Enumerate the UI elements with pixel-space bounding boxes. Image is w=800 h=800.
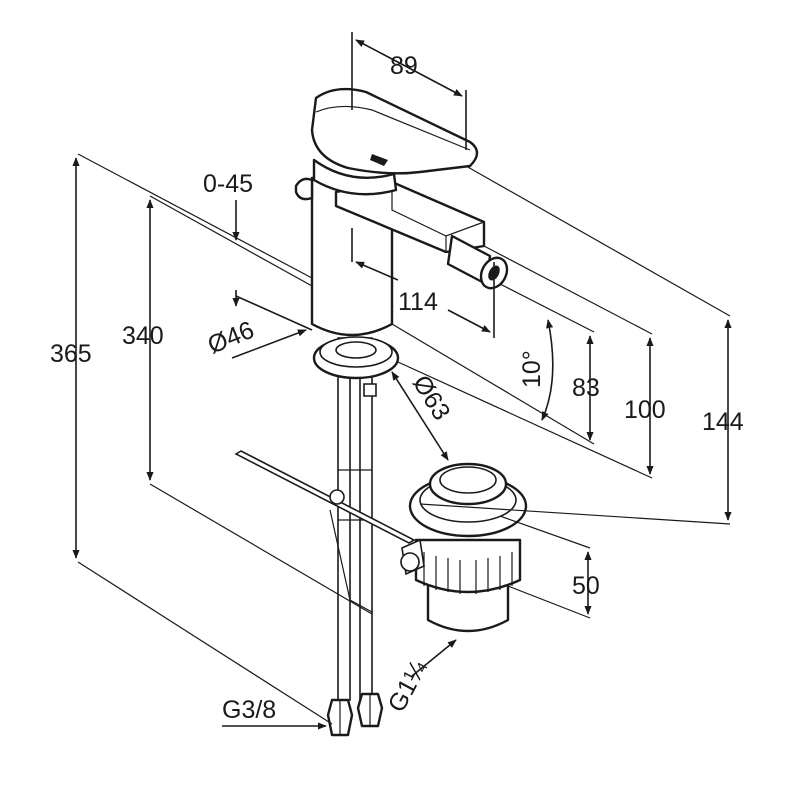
pop-up-waste xyxy=(400,462,528,633)
hose-connectors xyxy=(326,692,384,737)
dim-365: 365 xyxy=(50,340,92,368)
pop-up-rod xyxy=(234,450,416,613)
dim-100: 100 xyxy=(624,396,666,424)
dim-114: 114 xyxy=(398,288,438,316)
mounting-flange xyxy=(312,336,400,397)
dim-50: 50 xyxy=(572,572,600,600)
dim-340: 340 xyxy=(122,322,164,350)
dim-144: 144 xyxy=(702,408,744,436)
dimension-lines xyxy=(72,32,732,730)
dim-thread-g38: G3/8 xyxy=(222,696,276,724)
dim-diameter-46: Ø46 xyxy=(204,316,258,360)
dim-diameter-63: Ø63 xyxy=(407,370,456,425)
dim-angle-10: 10° xyxy=(518,350,546,388)
dim-0-45: 0-45 xyxy=(203,170,253,198)
lever-handle xyxy=(310,87,479,196)
dim-89: 89 xyxy=(390,52,418,80)
dim-83: 83 xyxy=(572,374,600,402)
mixer-body xyxy=(234,87,528,737)
